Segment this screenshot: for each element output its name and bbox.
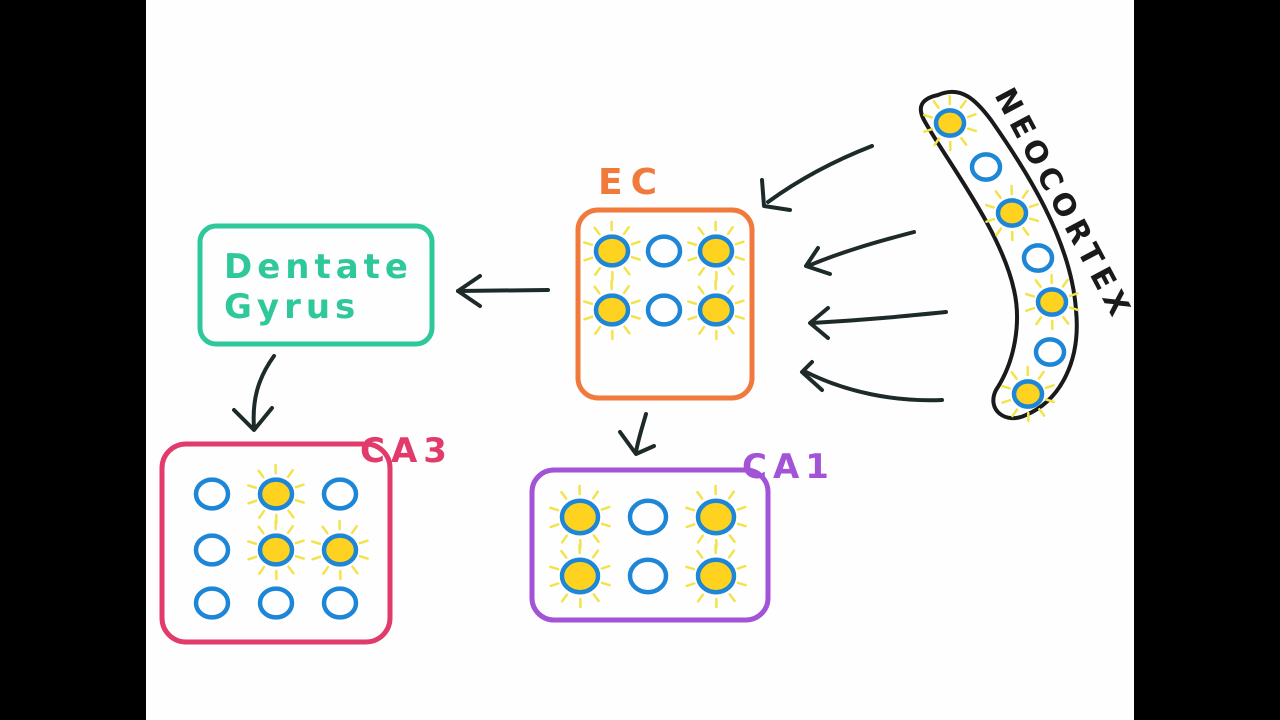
- dentate-gyrus-box: [197, 223, 435, 347]
- neuron: [627, 498, 669, 536]
- ca1-label: CA1: [742, 447, 835, 487]
- neuron: [247, 463, 305, 525]
- dentate-gyrus-label-line1: Dentate: [224, 247, 413, 287]
- neuron: [193, 533, 231, 567]
- ca3-box: [159, 441, 393, 645]
- neuron: [549, 484, 611, 550]
- neuron: [247, 519, 305, 581]
- neuron: [922, 94, 978, 152]
- arrow-3: [808, 306, 948, 340]
- neocortex-to-ec-arrows: [760, 144, 948, 403]
- neuron: [645, 293, 683, 327]
- neuron: [685, 484, 747, 550]
- neuron: [1024, 273, 1080, 331]
- ca1-box: [529, 467, 771, 623]
- arrow-1: [760, 144, 874, 212]
- neuron: [627, 557, 669, 595]
- ca3-region: CA3: [159, 431, 453, 645]
- neocortex-outline: [918, 89, 1079, 421]
- neuron: [984, 184, 1040, 242]
- neocortex-neurons: [922, 94, 1080, 423]
- dentate-to-ca3-arrow: [232, 354, 276, 432]
- ec-to-ca1-arrow: [618, 412, 656, 456]
- neuron: [549, 543, 611, 609]
- arrow-4: [800, 360, 944, 403]
- ec-neurons: [583, 220, 745, 341]
- neuron: [969, 152, 1003, 182]
- neocortex: NEOCORTEX: [918, 82, 1134, 423]
- ec-label: EC: [598, 162, 665, 203]
- neuron: [321, 477, 359, 511]
- neuron: [311, 519, 369, 581]
- neuron: [1033, 337, 1067, 367]
- neuron: [193, 477, 231, 511]
- neuron: [687, 220, 745, 282]
- hippocampus-diagram: NEOCORTEX EC Dentate Gyrus: [159, 82, 1134, 645]
- neuron: [321, 586, 359, 620]
- diagram-canvas: NEOCORTEX EC Dentate Gyrus: [146, 0, 1134, 720]
- neuron: [645, 234, 683, 268]
- dentate-gyrus-region: Dentate Gyrus: [197, 223, 435, 347]
- ec-to-dentate-arrow: [456, 274, 550, 308]
- neuron: [583, 279, 641, 341]
- neuron: [1021, 243, 1055, 273]
- neuron: [685, 543, 747, 609]
- ec-region: EC: [575, 162, 755, 401]
- neuron: [257, 586, 295, 620]
- ec-box: [575, 207, 755, 401]
- neuron: [687, 279, 745, 341]
- arrow-2: [804, 230, 916, 276]
- dentate-gyrus-label-line2: Gyrus: [224, 287, 360, 327]
- ca3-neurons: [193, 463, 369, 620]
- neuron: [1000, 365, 1056, 423]
- neuron: [583, 220, 641, 282]
- ca1-region: CA1: [529, 447, 835, 623]
- neuron: [193, 586, 231, 620]
- ca1-neurons: [549, 484, 747, 609]
- ca3-label: CA3: [360, 431, 453, 471]
